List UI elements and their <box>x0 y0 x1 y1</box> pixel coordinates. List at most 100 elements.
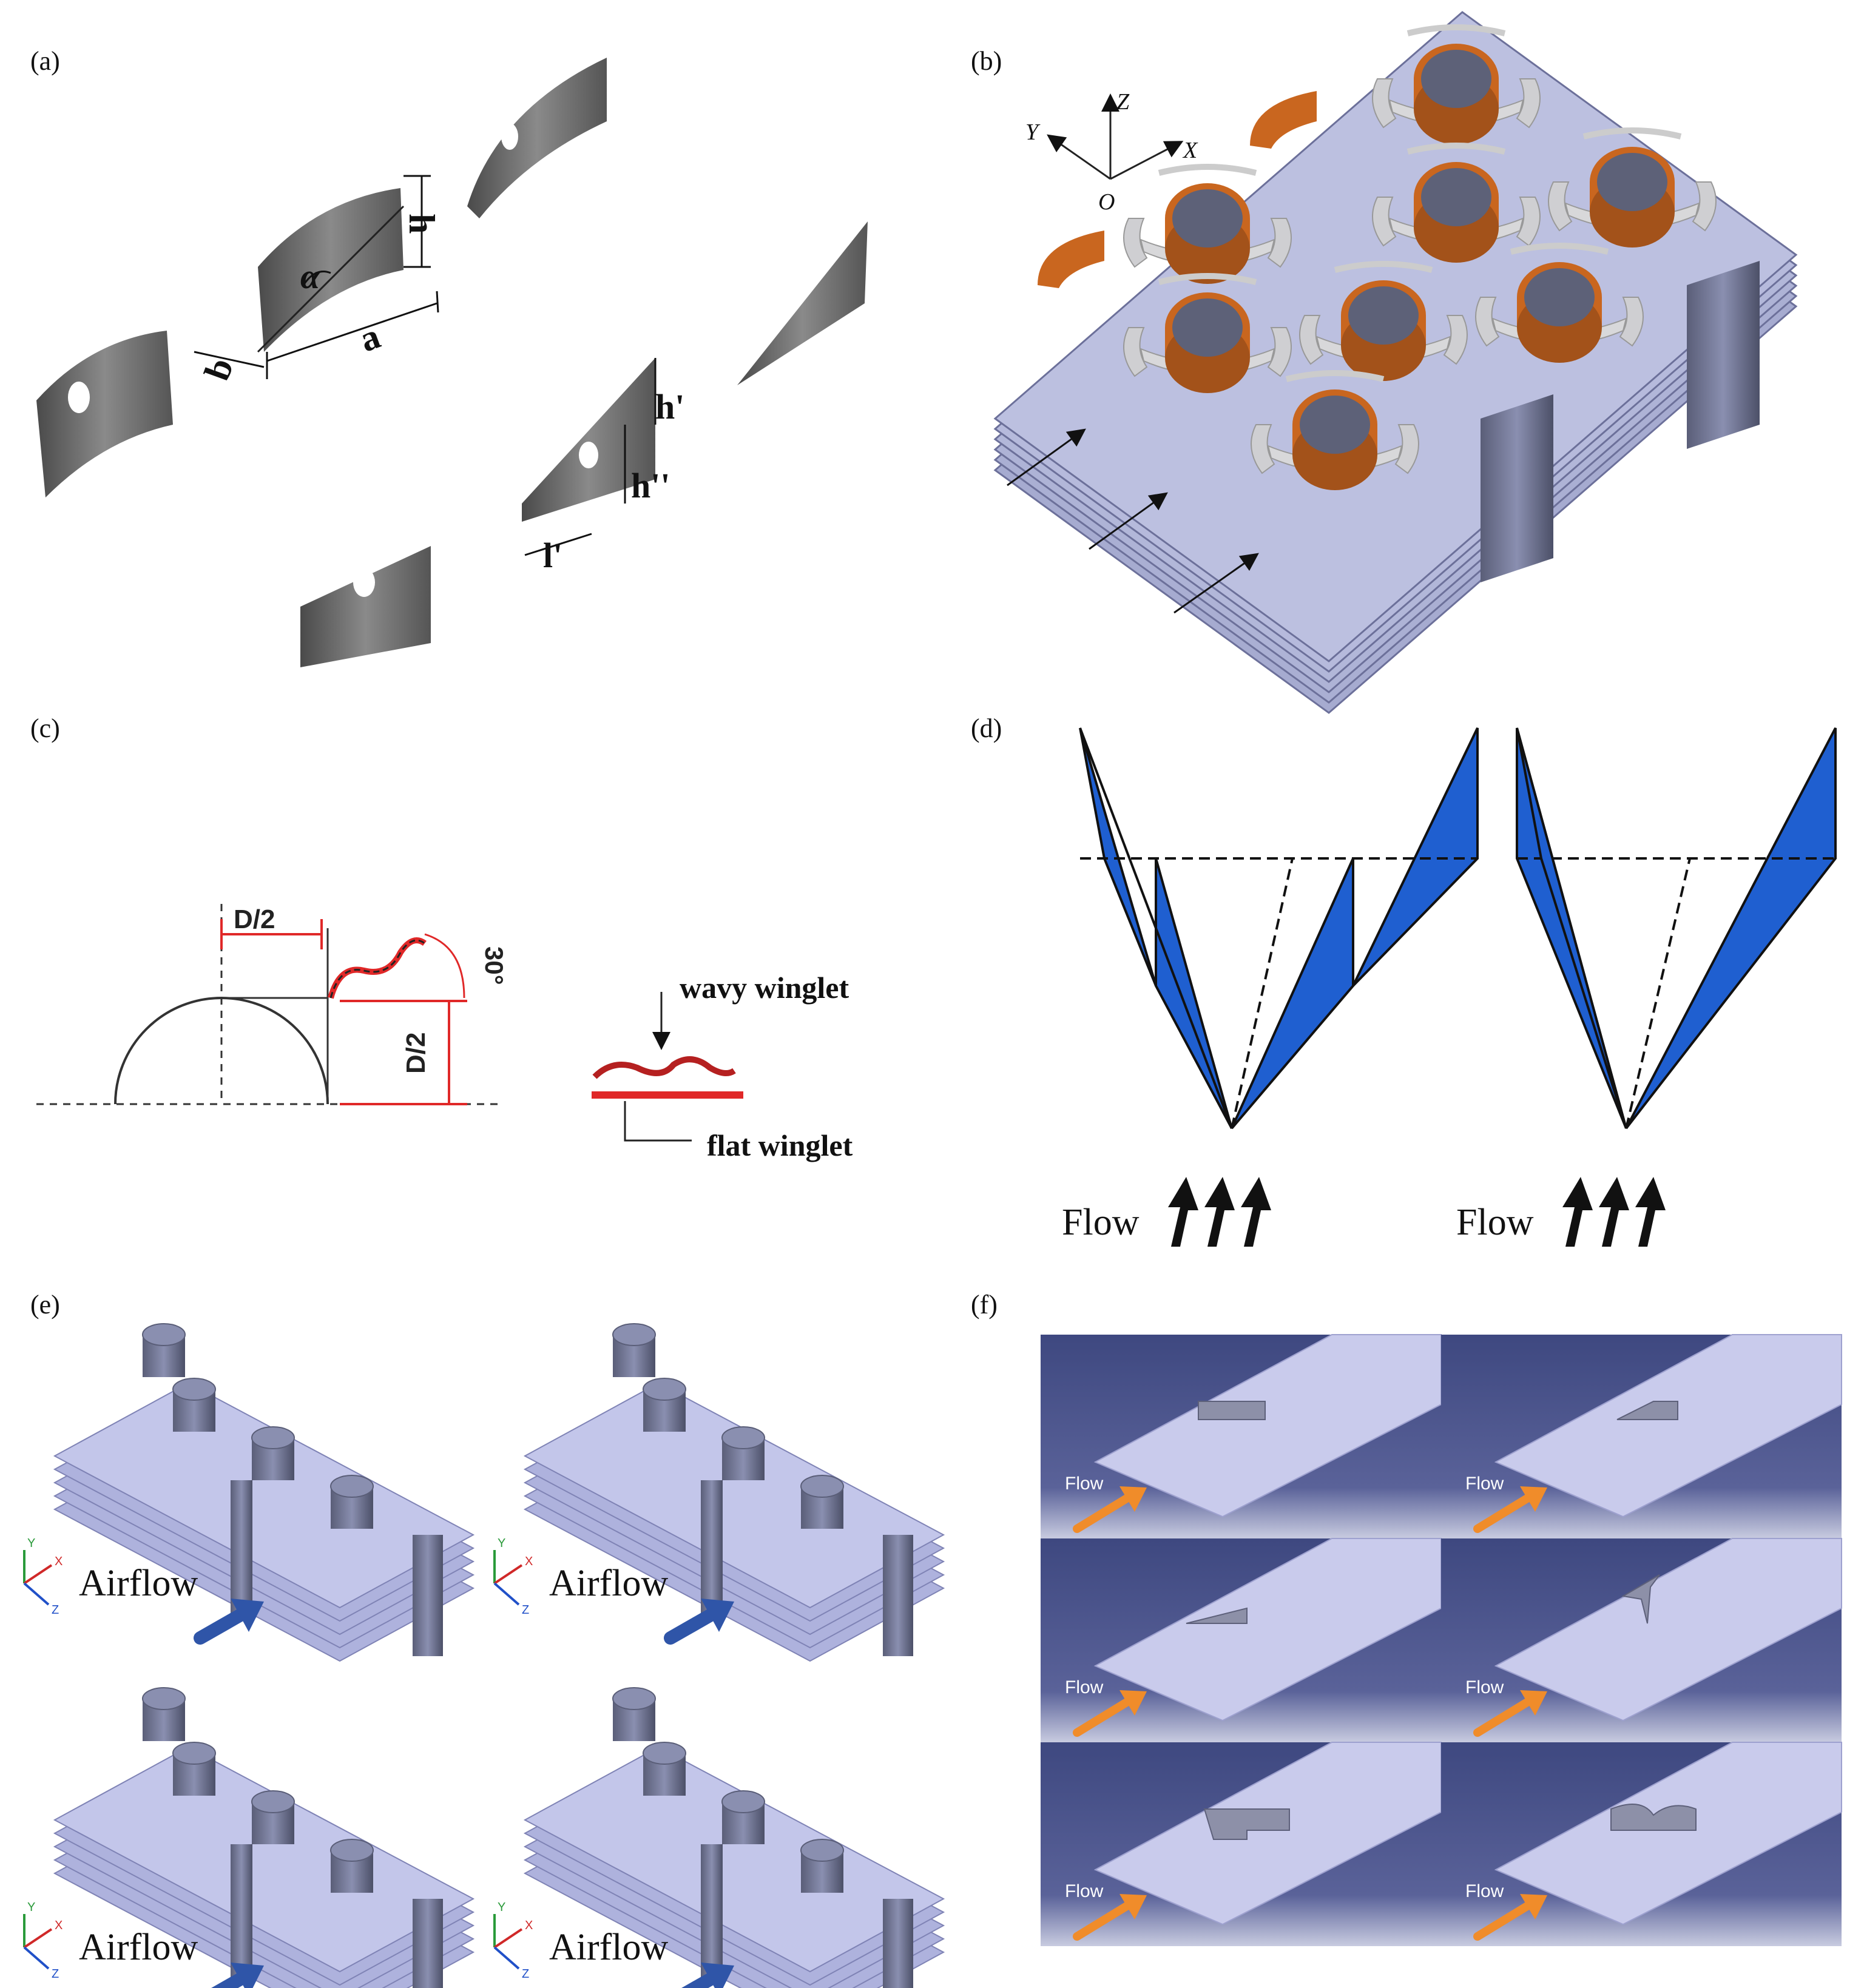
vortex-generator <box>1203 1808 1290 1840</box>
flow-label: Flow <box>1465 1881 1504 1901</box>
a-dim-line <box>266 302 437 362</box>
cfd-tile: Flow <box>1041 1742 1442 1946</box>
tube-slice <box>413 1899 443 1988</box>
flat-label: flat winglet <box>707 1128 853 1162</box>
finned-tube <box>1299 261 1468 381</box>
delta-winglet-pair-right <box>1516 727 1837 1130</box>
l-prime-label: l' <box>543 536 562 575</box>
vortex-generator <box>1616 1401 1678 1420</box>
h-double-prime-label: h'' <box>631 466 670 505</box>
triangular-winglet <box>737 221 868 385</box>
vortex-generator <box>1372 78 1397 129</box>
flat-pointer <box>624 1101 692 1142</box>
alpha-arc <box>302 271 331 286</box>
vortex-generator <box>1516 197 1541 247</box>
axis-y-label: Y <box>27 1537 35 1550</box>
vortex-generator <box>1251 424 1275 474</box>
punched-hole <box>579 442 598 468</box>
l-prime-dim <box>524 533 592 556</box>
flow-label-left: Flow <box>1062 1202 1140 1243</box>
panel-d: (d) Flow Flow <box>971 713 1837 1247</box>
tube-slice <box>701 1844 723 1984</box>
tube-slice <box>231 1844 252 1984</box>
cfd-tile: Flow <box>1441 1334 1842 1538</box>
airflow-label: Airflow <box>79 1563 198 1604</box>
axis-y-label: Y <box>498 1901 505 1914</box>
tube-slice <box>413 1535 443 1656</box>
vortex-generator <box>1692 181 1717 232</box>
h-prime-label: h' <box>655 387 684 426</box>
panel-f-label: (f) <box>971 1290 998 1319</box>
vortex-generator <box>1267 218 1292 268</box>
angle-label: 30° <box>480 946 508 985</box>
vortex-generator <box>1610 1804 1697 1831</box>
tube-slice <box>701 1480 723 1620</box>
axes-triad: Z Y X O <box>1025 89 1198 215</box>
axis-y-label: Y <box>498 1537 505 1550</box>
flow-arrow <box>1007 428 1086 487</box>
flow-label: Flow <box>1465 1474 1504 1494</box>
finned-tube <box>1123 164 1292 284</box>
cfd-tile: Flow <box>1441 1538 1842 1742</box>
vortex-generator <box>1123 327 1148 377</box>
flow-arrow <box>1073 1899 1136 1941</box>
axis-z-label: Z <box>1116 89 1130 115</box>
axis-x-label: X <box>55 1919 62 1932</box>
flow-arrows-left <box>1168 1177 1271 1247</box>
airflow-arrow <box>681 1971 720 1988</box>
vortex-generator <box>1198 1401 1266 1420</box>
axis-x-label: X <box>525 1555 533 1568</box>
half-tubes <box>1038 91 1760 582</box>
b-dim-line <box>194 351 265 368</box>
axis-z-label: Z <box>52 1603 59 1617</box>
punched-hole <box>353 568 375 597</box>
cfd-tile: Flow <box>1041 1334 1442 1538</box>
punched-hole <box>501 123 518 150</box>
vortex-generator <box>1619 297 1644 347</box>
panel-e-label: (e) <box>30 1290 60 1319</box>
vortex-generator <box>1372 197 1397 247</box>
cfd-tile: Flow <box>1441 1742 1842 1946</box>
panel-c: (c) D/2 30° D/2 wavy winglet flat wingle… <box>30 713 853 1162</box>
d2-vertical-label: D/2 <box>401 1033 431 1074</box>
trapezoid-winglet-dimensioned <box>522 358 655 522</box>
panel-c-label: (c) <box>30 713 60 743</box>
fin-plate <box>1494 1538 1842 1722</box>
axis-y-label: Y <box>27 1901 35 1914</box>
vortex-generator <box>1621 1574 1660 1624</box>
axis-x-label: X <box>1182 138 1198 163</box>
angle-arc <box>424 933 465 999</box>
axis-z-label: Z <box>522 1603 529 1617</box>
axis-x-label: X <box>55 1555 62 1568</box>
airflow-label: Airflow <box>549 1563 669 1604</box>
wavy-label: wavy winglet <box>680 971 849 1005</box>
flow-arrow <box>1089 492 1168 550</box>
tube-slice <box>883 1535 913 1656</box>
vortex-generator <box>1475 297 1500 347</box>
finned-tube <box>1548 127 1717 248</box>
flow-label: Flow <box>1465 1677 1504 1697</box>
airflow-label: Airflow <box>549 1927 669 1968</box>
flow-arrows-right <box>1562 1177 1666 1247</box>
punched-hole <box>68 382 90 413</box>
airflow-model: Y X Z Airflow <box>23 1323 475 1662</box>
tube-slice <box>883 1899 913 1988</box>
vortex-generator <box>1267 327 1292 377</box>
tube-slice <box>231 1480 252 1620</box>
axis-origin-label: O <box>1098 189 1115 215</box>
airflow-label: Airflow <box>79 1927 198 1968</box>
axis-z-label: Z <box>522 1967 529 1981</box>
airflow-arrow <box>664 1607 720 1645</box>
flow-arrow <box>1173 553 1259 614</box>
diagonal-edge <box>257 205 405 353</box>
axis-y-label: Y <box>1025 120 1041 145</box>
fin-plate <box>1494 1334 1842 1518</box>
panel-d-label: (d) <box>971 713 1002 743</box>
flow-arrow <box>1073 1695 1136 1737</box>
flow-arrow <box>1473 1491 1536 1533</box>
finned-tube <box>1123 273 1292 393</box>
vortex-generator <box>1186 1607 1248 1624</box>
